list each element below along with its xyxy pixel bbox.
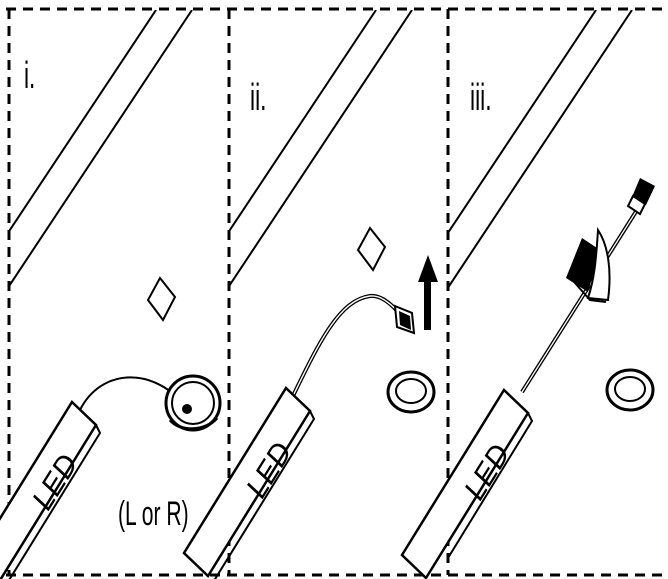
led-strip-icon: LED: [400, 388, 534, 579]
led-strip-icon: LED: [0, 400, 102, 579]
panel-label-i: i.: [24, 54, 35, 96]
cabinet-edge-lines-i: [8, 10, 193, 290]
adhesive-tape-icon: [566, 226, 611, 303]
switch-disc-icon: [605, 368, 655, 412]
dashed-frame: [6, 7, 666, 577]
panel-label-ii: ii.: [250, 76, 266, 118]
switch-disc-icon: [386, 370, 436, 414]
panel-iii: iii. LED: [400, 10, 655, 579]
mount-hole-marker: [146, 276, 177, 322]
panel-label-iii: iii.: [470, 76, 492, 118]
cabinet-edge-lines-iii: [448, 10, 633, 290]
cabinet-edge-lines-ii: [228, 10, 413, 290]
connector-icon: [393, 304, 416, 335]
side-note: (L or R): [118, 494, 189, 532]
cable: [290, 293, 400, 399]
panel-i: i. LED (L or R): [0, 10, 222, 579]
arrow-up-icon: [418, 255, 438, 330]
panel-ii: ii. LED: [182, 10, 438, 579]
switch-disc-icon: [164, 374, 222, 432]
mount-hole-marker: [356, 226, 387, 272]
connector-icon: [626, 178, 655, 216]
